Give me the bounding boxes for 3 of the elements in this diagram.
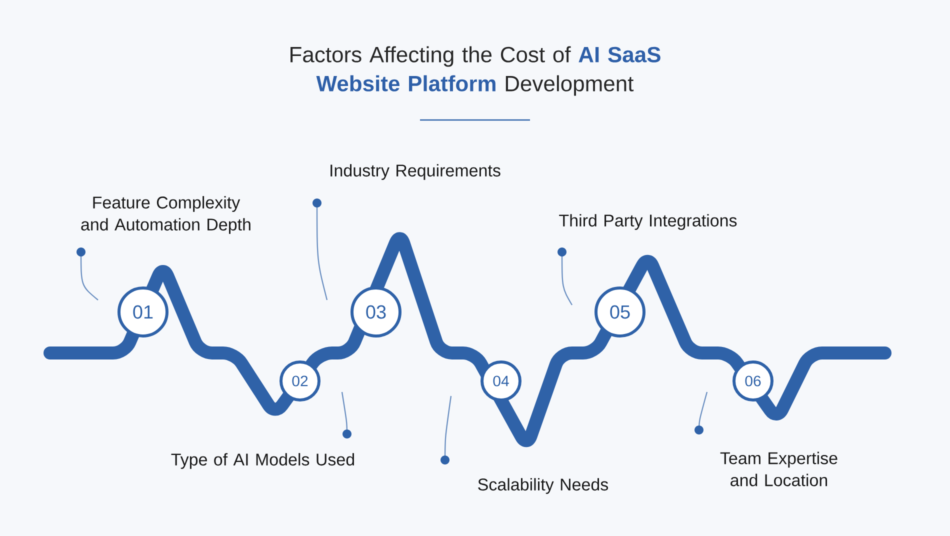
factor-label: Scalability Needs — [478, 478, 608, 494]
title: Factors Affecting the Cost of AI SaaS Website Platform Development — [290, 46, 660, 96]
factor-label: Industry Requirements — [330, 164, 500, 180]
